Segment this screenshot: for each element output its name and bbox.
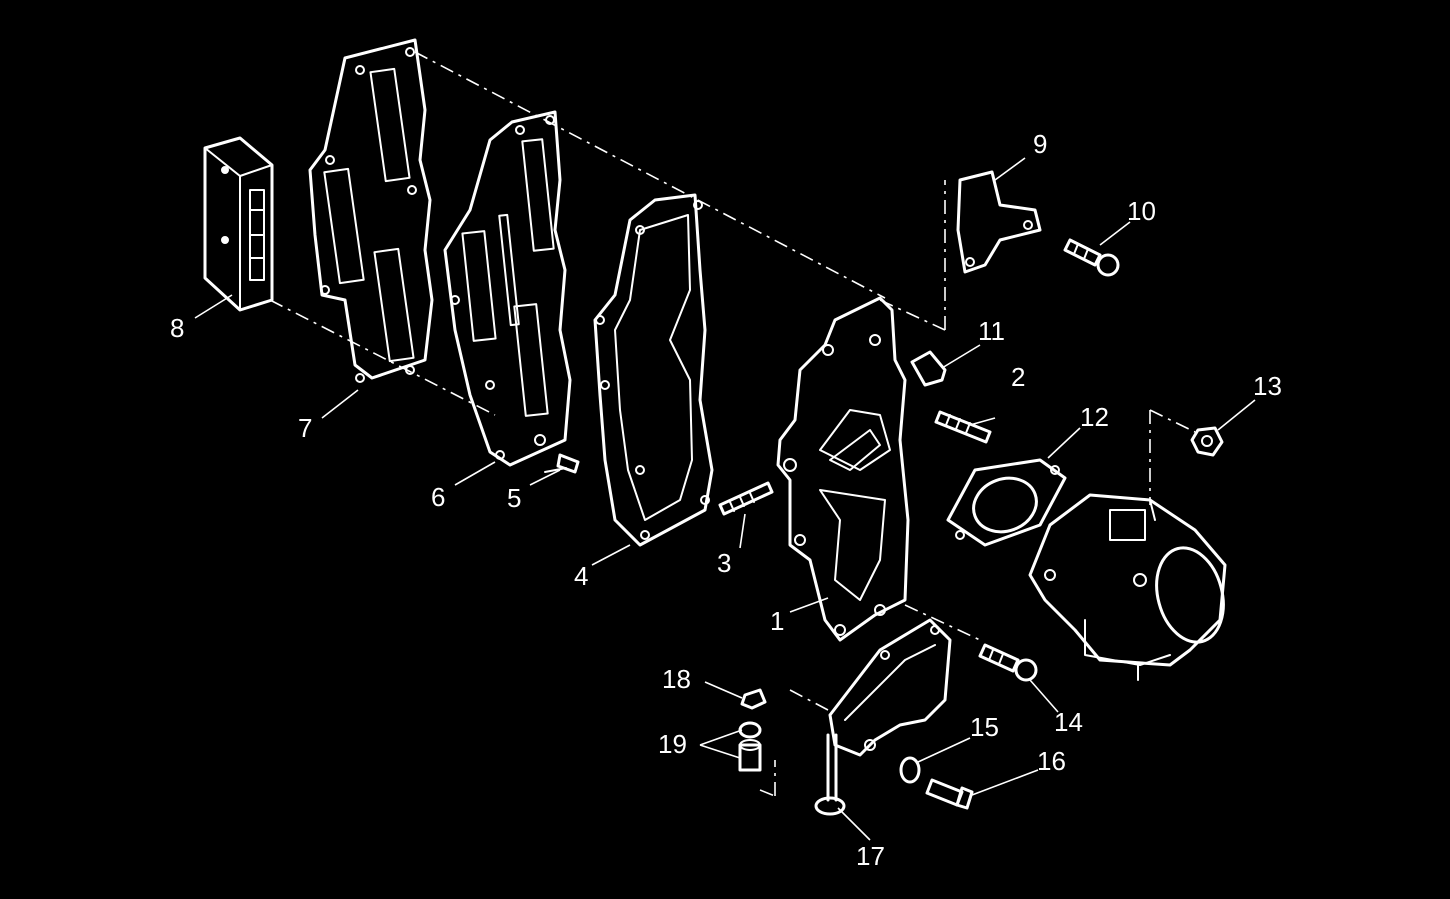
gasket-lower xyxy=(593,193,714,547)
intake-manifold xyxy=(776,296,910,642)
callout-10: 10 xyxy=(1127,196,1156,226)
callout-19: 19 xyxy=(658,729,687,759)
bracket-lower xyxy=(828,618,952,757)
gasket-middle xyxy=(443,110,572,467)
leader-lines xyxy=(194,157,1256,841)
washer xyxy=(899,756,921,784)
callout-17: 17 xyxy=(856,841,885,871)
reed-valve-block xyxy=(203,136,274,312)
callout-12: 12 xyxy=(1080,402,1109,432)
callout-1: 1 xyxy=(770,606,784,636)
callout-7: 7 xyxy=(298,413,312,443)
callout-13: 13 xyxy=(1253,371,1282,401)
callout-15: 15 xyxy=(970,712,999,742)
small-screw xyxy=(544,453,580,474)
callout-3: 3 xyxy=(717,548,731,578)
callout-labels: 1 2 3 4 5 6 7 8 9 10 11 12 13 14 15 16 1… xyxy=(170,129,1282,871)
callout-4: 4 xyxy=(574,561,588,591)
carburetor xyxy=(1028,493,1227,681)
callout-14: 14 xyxy=(1054,707,1083,737)
gasket-upper xyxy=(308,38,434,383)
long-screw xyxy=(814,733,846,816)
bolt-bracket xyxy=(925,778,974,810)
nut-carburetor xyxy=(1190,426,1224,457)
assembly-center-lines xyxy=(269,51,1196,797)
callout-6: 6 xyxy=(431,482,445,512)
stud-left xyxy=(718,481,774,516)
grommets xyxy=(738,721,762,772)
stud-right xyxy=(934,410,992,444)
callout-5: 5 xyxy=(507,483,521,513)
callout-11: 11 xyxy=(978,316,1005,346)
bolt-upper xyxy=(1063,238,1120,277)
small-fitting xyxy=(910,350,947,387)
callout-16: 16 xyxy=(1037,746,1066,776)
bolt-lower xyxy=(978,643,1038,682)
carburetor-gasket xyxy=(946,458,1067,547)
bracket-upper xyxy=(956,170,1042,274)
callout-8: 8 xyxy=(170,313,184,343)
callout-18: 18 xyxy=(662,664,691,694)
callout-9: 9 xyxy=(1033,129,1047,159)
callout-2: 2 xyxy=(1011,362,1025,392)
nut-small xyxy=(740,688,767,710)
